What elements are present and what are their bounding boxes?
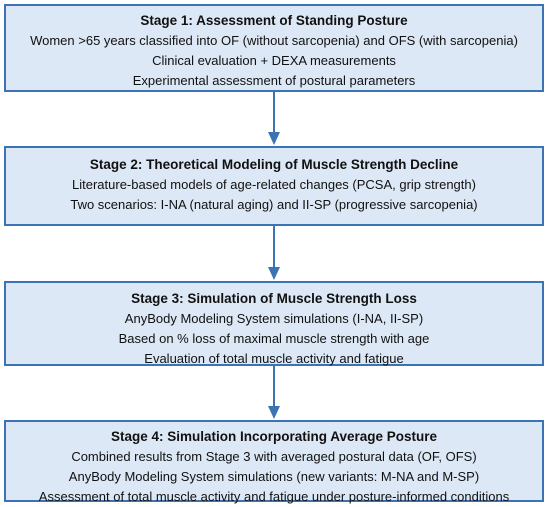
arrow-stage-3-to-4 (268, 366, 280, 419)
stage-3-title: Stage 3: Simulation of Muscle Strength L… (131, 291, 417, 306)
stage-2-line-2: Two scenarios: I-NA (natural aging) and … (70, 197, 478, 212)
arrow-stage-1-to-2 (268, 92, 280, 145)
stage-1-box: Stage 1: Assessment of Standing Posture … (4, 4, 544, 92)
stage-4-line-3: Assessment of total muscle activity and … (38, 489, 510, 504)
stage-3-line-3: Evaluation of total muscle activity and … (144, 351, 404, 366)
arrow-stage-2-to-3 (268, 226, 280, 280)
stage-1-line-1: Women >65 years classified into OF (with… (30, 33, 518, 48)
stage-1-line-3: Experimental assessment of postural para… (132, 73, 416, 88)
stage-2-box: Stage 2: Theoretical Modeling of Muscle … (4, 146, 544, 226)
stage-3-line-2: Based on % loss of maximal muscle streng… (118, 331, 430, 346)
stage-4-title: Stage 4: Simulation Incorporating Averag… (110, 429, 438, 444)
stage-3-line-1: AnyBody Modeling System simulations (I-N… (124, 311, 424, 326)
stage-4-line-2: AnyBody Modeling System simulations (new… (68, 469, 480, 484)
stage-3-box: Stage 3: Simulation of Muscle Strength L… (4, 281, 544, 366)
stage-2-line-1: Literature-based models of age-related c… (72, 177, 476, 192)
stage-2-title: Stage 2: Theoretical Modeling of Muscle … (89, 157, 459, 172)
stage-1-line-2: Clinical evaluation + DEXA measurements (152, 53, 396, 68)
stage-1-title: Stage 1: Assessment of Standing Posture (140, 13, 408, 28)
stage-4-line-1: Combined results from Stage 3 with avera… (71, 449, 477, 464)
stage-4-box: Stage 4: Simulation Incorporating Averag… (4, 420, 544, 504)
